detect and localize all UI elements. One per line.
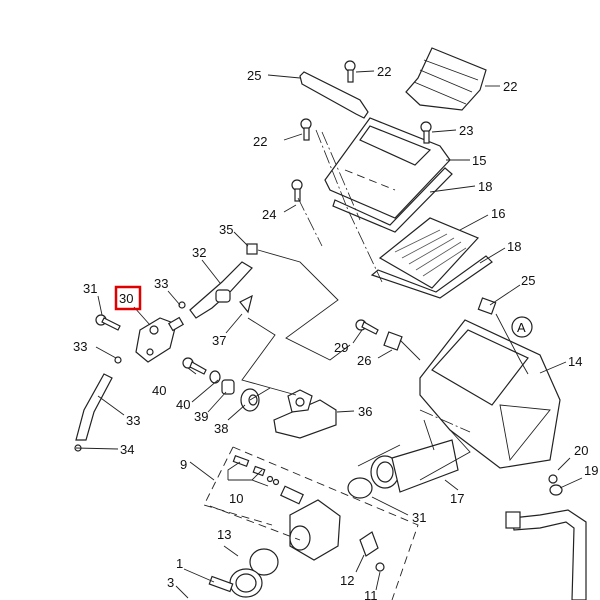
part-22-bolt-a[interactable]	[344, 60, 356, 83]
part-26-bolt[interactable]	[355, 319, 379, 335]
callout-40[interactable]: 40	[152, 383, 166, 398]
part-drain-hose[interactable]	[505, 509, 587, 600]
part-25-clip-upper[interactable]	[477, 297, 497, 315]
callout-22[interactable]: 22	[377, 64, 391, 79]
part-22-bolt-c[interactable]	[420, 121, 432, 144]
svg-text:A: A	[517, 320, 526, 335]
part-18-gasket-upper[interactable]	[332, 167, 453, 233]
callout-36[interactable]: 36	[358, 404, 372, 419]
callout-23[interactable]: 25	[247, 68, 261, 83]
callout-3[interactable]: 3	[167, 575, 174, 590]
callout-19[interactable]: 19	[584, 463, 598, 478]
callout-26[interactable]: 29	[334, 340, 348, 355]
callout-34[interactable]: 35	[219, 222, 233, 237]
part-13-clamp[interactable]	[249, 548, 279, 576]
callout-33[interactable]: 33	[154, 276, 168, 291]
callout-9[interactable]: 9	[180, 457, 187, 472]
callout-labels: 25 22 22 22 23 15 18 16 18 24 25 14 29 2…	[73, 64, 598, 600]
callout-37[interactable]: 38	[214, 421, 228, 436]
part-38-collar[interactable]	[221, 379, 235, 395]
part-12-sensor[interactable]	[359, 531, 379, 557]
part-34-clip[interactable]	[246, 243, 258, 255]
callout-18[interactable]: 18	[507, 239, 521, 254]
part-18-gasket-lower[interactable]	[370, 255, 493, 299]
callout-21[interactable]: 22	[503, 79, 517, 94]
callout-1[interactable]: 1	[176, 556, 183, 571]
callout-22[interactable]: 23	[459, 123, 473, 138]
callout-25[interactable]: 26	[357, 353, 371, 368]
callout-24[interactable]: 31	[412, 510, 426, 525]
part-30-bolt[interactable]	[95, 314, 121, 331]
highlight-box-29	[114, 285, 142, 311]
part-35-clip[interactable]	[239, 294, 253, 314]
part-15-airbox-cover[interactable]	[324, 117, 451, 219]
part-32-hose[interactable]	[75, 373, 113, 441]
callout-30[interactable]: 31	[83, 281, 97, 296]
part-21-intake-duct[interactable]	[405, 47, 487, 111]
part-40-bolt[interactable]	[182, 357, 207, 375]
part-20-clip[interactable]	[548, 474, 558, 484]
callout-33[interactable]: 33	[73, 339, 87, 354]
callout-16[interactable]: 16	[491, 206, 505, 221]
part-39-washer[interactable]	[209, 370, 221, 384]
part-25-clip-lower[interactable]	[383, 331, 403, 351]
callout-14[interactable]: 14	[568, 354, 582, 369]
part-10-screw-set[interactable]	[232, 455, 280, 486]
leader-lines	[75, 70, 583, 599]
part-24-clamp[interactable]	[347, 477, 373, 499]
part-17-throttle-joint[interactable]	[370, 439, 459, 493]
part-29-air-cut-valve[interactable]	[135, 316, 185, 363]
group-boundary-lower	[209, 505, 301, 541]
part-throttle-body[interactable]	[280, 485, 341, 561]
callout-32[interactable]: 33	[126, 413, 140, 428]
callout-12[interactable]: 12	[340, 573, 354, 588]
callout-17[interactable]: 17	[450, 491, 464, 506]
part-19-plug[interactable]	[549, 484, 563, 496]
part-33-clip-a[interactable]	[178, 301, 186, 309]
part-14-airbox[interactable]	[419, 319, 561, 469]
callout-15[interactable]: 15	[472, 153, 486, 168]
callout-22[interactable]: 24	[262, 207, 276, 222]
callout-35[interactable]: 37	[212, 333, 226, 348]
callout-39[interactable]: 40	[176, 397, 190, 412]
reference-marker-a: A	[511, 316, 533, 338]
callout-18[interactable]: 18	[478, 179, 492, 194]
part-31-hose[interactable]	[189, 261, 253, 319]
callout-25[interactable]: 25	[521, 273, 535, 288]
part-36-bracket[interactable]	[273, 389, 337, 439]
part-1-joint[interactable]	[208, 568, 263, 598]
callout-22[interactable]: 22	[253, 134, 267, 149]
callout-29[interactable]: 30	[119, 291, 133, 306]
part-22-bolt-d[interactable]	[291, 179, 303, 202]
callout-13[interactable]: 13	[217, 527, 231, 542]
part-23-strap[interactable]	[299, 71, 369, 119]
callout-20[interactable]: 20	[574, 443, 588, 458]
part-33-clip-b[interactable]	[114, 356, 122, 364]
part-11-screw[interactable]	[375, 562, 385, 572]
callout-10[interactable]: 10	[229, 491, 243, 506]
group-boundary-9	[203, 446, 419, 600]
assembly-lines	[241, 129, 529, 481]
callout-11[interactable]: 11	[364, 588, 378, 600]
part-16-air-filter[interactable]	[378, 217, 480, 289]
callout-33[interactable]: 34	[120, 442, 134, 457]
callout-38[interactable]: 39	[194, 409, 208, 424]
callout-31[interactable]: 32	[192, 245, 206, 260]
part-22-bolt-b[interactable]	[300, 118, 312, 141]
